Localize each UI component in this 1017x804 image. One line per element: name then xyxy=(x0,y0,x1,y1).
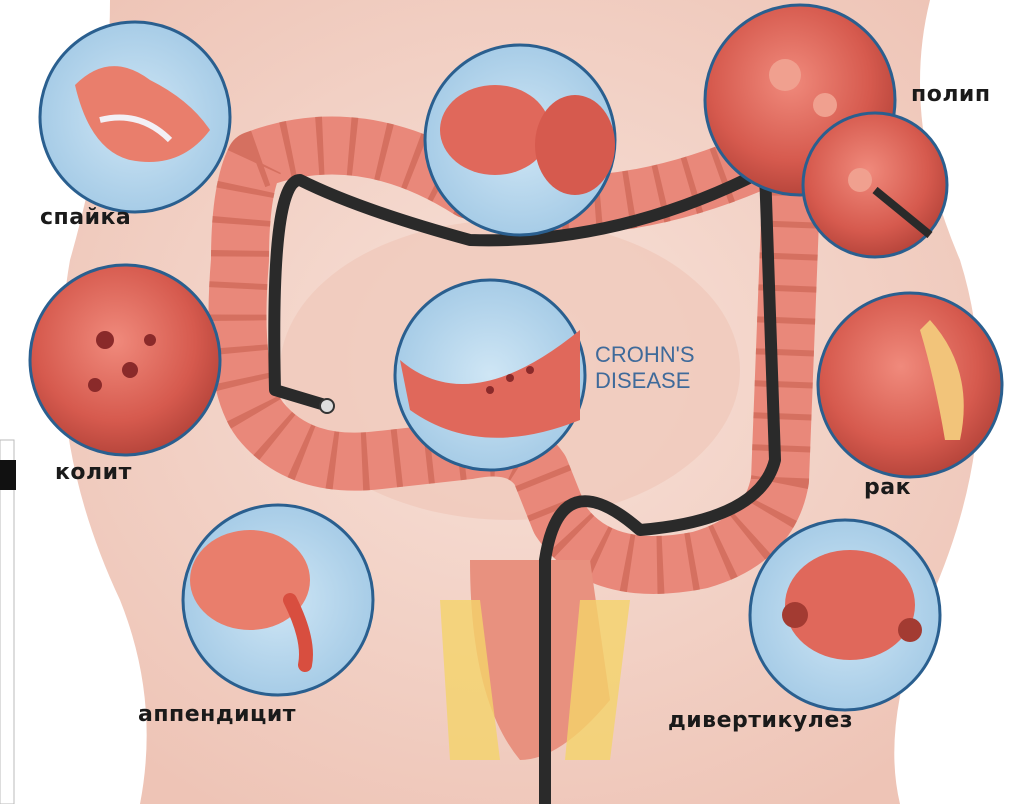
label-cancer: рак xyxy=(864,475,911,500)
inset-polyp-removal xyxy=(803,113,947,257)
label-adhesion: спайка xyxy=(40,205,131,230)
crohns-line-1: CROHN'S xyxy=(595,342,695,368)
inset-colitis xyxy=(30,265,220,455)
crohns-disease-label: CROHN'S DISEASE xyxy=(595,342,695,394)
label-polyp: полип xyxy=(911,82,991,107)
inset-top-center xyxy=(425,45,615,235)
inset-diverticulosis xyxy=(750,520,940,710)
inset-adhesion xyxy=(40,22,230,212)
inset-crohns xyxy=(395,280,585,470)
crohns-line-2: DISEASE xyxy=(595,368,695,394)
left-frame-bar xyxy=(0,460,16,490)
inset-appendicitis xyxy=(183,505,373,695)
label-diverticulosis: дивертикулез xyxy=(668,708,853,733)
inset-cancer xyxy=(818,293,1002,477)
label-appendicitis: аппендицит xyxy=(138,702,296,727)
endoscope-tip xyxy=(320,399,334,413)
label-colitis: колит xyxy=(55,460,132,485)
left-frame-fragment xyxy=(0,440,14,804)
